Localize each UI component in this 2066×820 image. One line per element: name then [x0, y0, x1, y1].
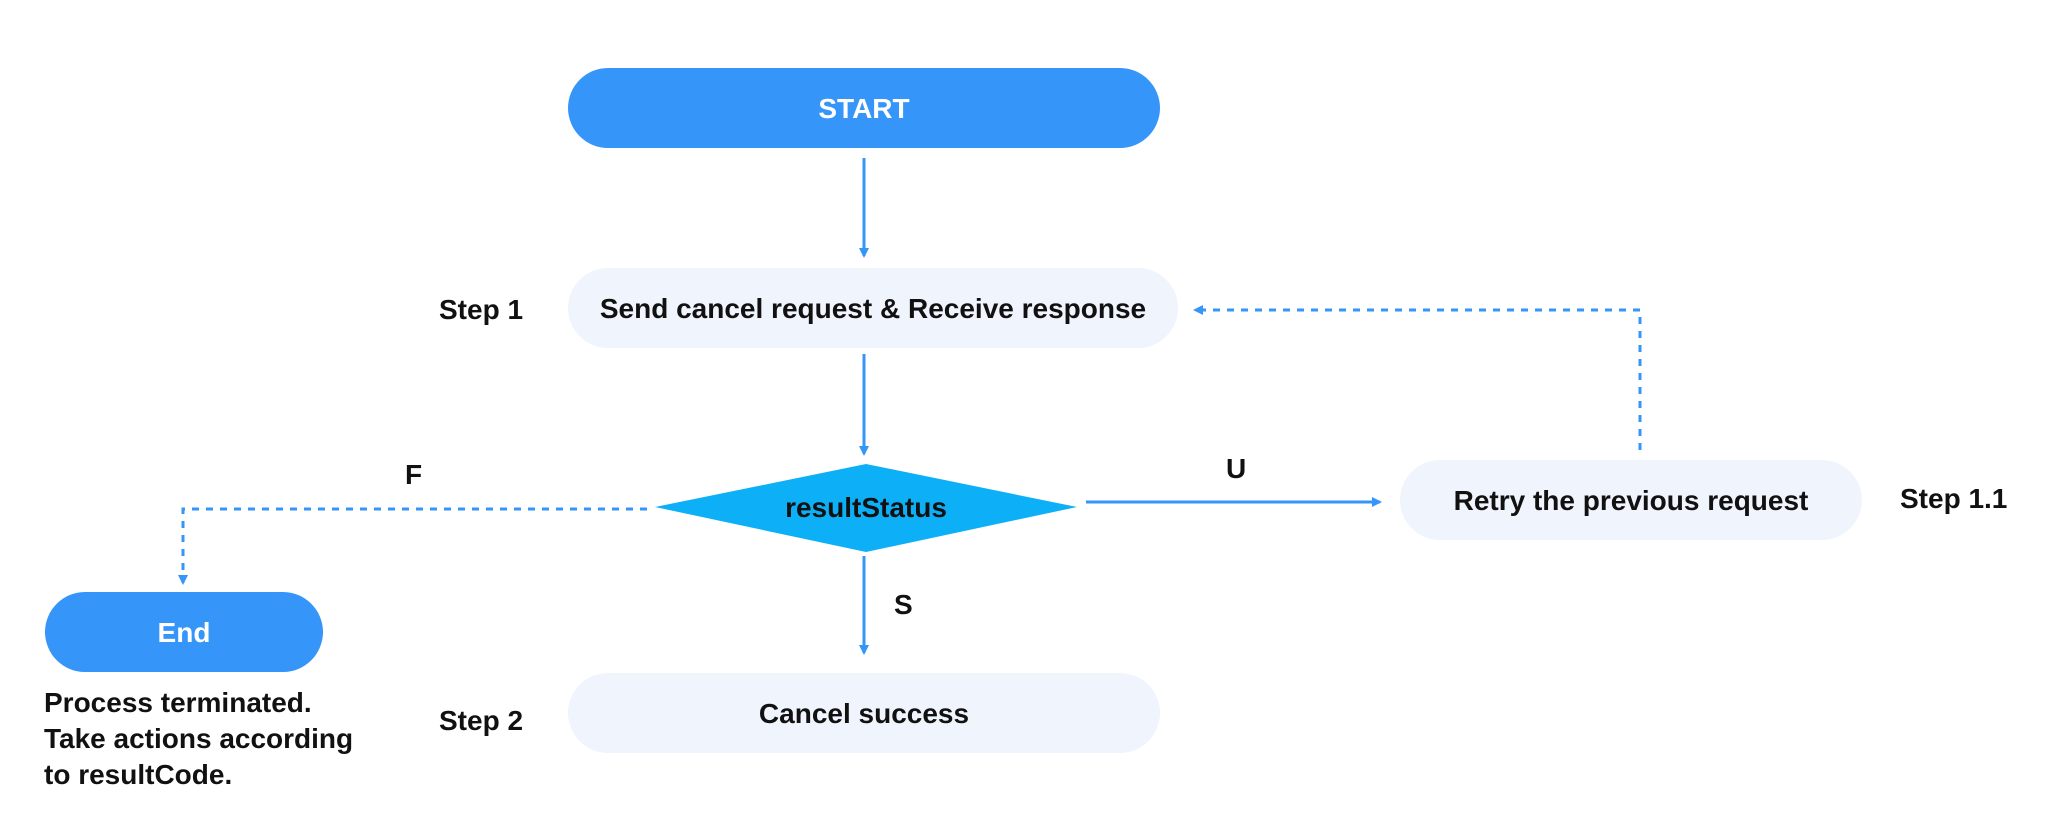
end-note: Process terminated. Take actions accordi… — [44, 687, 353, 790]
edge-label-f: F — [405, 459, 422, 490]
step1-1-label: Step 1.1 — [1900, 483, 2007, 514]
start-node-shape — [568, 68, 1160, 148]
edge-label-s: S — [894, 589, 913, 620]
end-note-line2: Take actions according — [44, 723, 353, 754]
edge-label-u: U — [1226, 453, 1246, 484]
start-node: START — [568, 68, 1160, 148]
retry-node-label: Retry the previous request — [1454, 485, 1809, 516]
success-node: Cancel success — [568, 673, 1160, 753]
retry-node: Retry the previous request — [1400, 460, 1862, 540]
decision-node: resultStatus — [655, 464, 1077, 552]
end-node-label: End — [158, 617, 211, 648]
step1-label: Step 1 — [439, 294, 523, 325]
retry-node-shape — [1400, 460, 1862, 540]
end-note-line3: to resultCode. — [44, 759, 232, 790]
arrow-decision-to-end — [178, 507, 647, 585]
step1-node: Send cancel request & Receive response — [568, 268, 1178, 348]
step1-node-label: Send cancel request & Receive response — [600, 293, 1146, 324]
arrow-retry-to-step1 — [1193, 305, 1642, 450]
success-node-label: Cancel success — [759, 698, 969, 729]
start-node-label: START — [818, 93, 909, 124]
decision-node-label: resultStatus — [785, 492, 947, 523]
decision-node-shape — [655, 464, 1077, 552]
end-node: End — [45, 592, 323, 672]
end-note-line1: Process terminated. — [44, 687, 312, 718]
step2-label: Step 2 — [439, 705, 523, 736]
step1-node-shape — [568, 268, 1178, 348]
success-node-shape — [568, 673, 1160, 753]
end-node-shape — [45, 592, 323, 672]
